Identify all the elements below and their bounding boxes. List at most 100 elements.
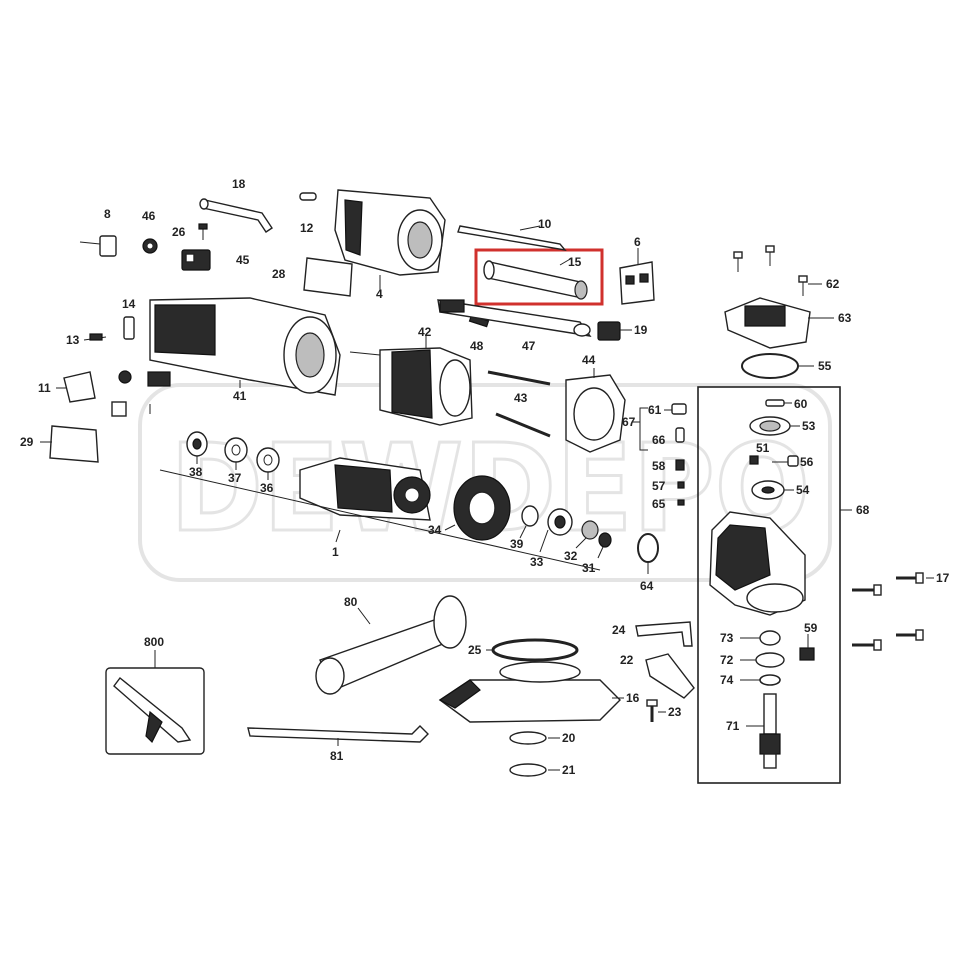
part-14-shape[interactable] — [123, 316, 135, 340]
label-21[interactable]: 21 — [562, 763, 576, 777]
part-43-shape[interactable] — [487, 370, 551, 438]
label-14[interactable]: 14 — [122, 297, 136, 311]
label-1[interactable]: 1 — [332, 545, 339, 559]
part-61-shape[interactable] — [664, 403, 687, 415]
part-26-shape[interactable] — [198, 223, 208, 240]
label-25[interactable]: 25 — [468, 643, 482, 657]
label-43[interactable]: 43 — [514, 391, 528, 405]
label-58[interactable]: 58 — [652, 459, 666, 473]
label-800[interactable]: 800 — [144, 635, 164, 649]
label-6[interactable]: 6 — [634, 235, 641, 249]
part-15-shape[interactable] — [483, 257, 588, 300]
label-31[interactable]: 31 — [582, 561, 596, 575]
part-53-shape[interactable] — [749, 416, 800, 436]
part-57-shape[interactable] — [677, 481, 685, 489]
label-45[interactable]: 45 — [236, 253, 250, 267]
part-47-shape[interactable] — [437, 299, 592, 337]
label-15[interactable]: 15 — [568, 255, 582, 269]
label-71[interactable]: 71 — [726, 719, 740, 733]
part-36-shape[interactable] — [256, 447, 280, 480]
label-56[interactable]: 56 — [800, 455, 814, 469]
part-16-shape[interactable] — [438, 661, 624, 723]
label-19[interactable]: 19 — [634, 323, 648, 337]
label-34[interactable]: 34 — [428, 523, 442, 537]
label-55[interactable]: 55 — [818, 359, 832, 373]
label-38[interactable]: 38 — [189, 465, 203, 479]
part-62-shape[interactable] — [733, 245, 822, 296]
label-66[interactable]: 66 — [652, 433, 666, 447]
part-54-shape[interactable] — [751, 480, 794, 500]
part-81-shape[interactable] — [247, 725, 429, 746]
part-33-shape[interactable] — [539, 508, 573, 553]
part-1-shape[interactable] — [159, 457, 601, 571]
part-46-shape[interactable] — [142, 238, 158, 254]
label-11[interactable]: 11 — [38, 381, 51, 395]
label-59[interactable]: 59 — [804, 621, 818, 635]
label-36[interactable]: 36 — [260, 481, 274, 495]
label-32[interactable]: 32 — [564, 549, 578, 563]
part-6-shape[interactable] — [619, 248, 655, 305]
label-48[interactable]: 48 — [470, 339, 484, 353]
part-63-shape[interactable] — [724, 297, 834, 349]
part-58-shape[interactable] — [675, 459, 685, 471]
part-42-shape[interactable] — [349, 335, 473, 426]
label-53[interactable]: 53 — [802, 419, 816, 433]
label-16[interactable]: 16 — [626, 691, 640, 705]
part-11-shape[interactable] — [56, 371, 96, 403]
label-62[interactable]: 62 — [826, 277, 840, 291]
part-66-shape[interactable] — [675, 427, 685, 443]
part-44-shape[interactable] — [565, 368, 626, 453]
part-51-shape[interactable] — [749, 455, 759, 465]
label-74[interactable]: 74 — [720, 673, 734, 687]
part-17-shape[interactable] — [852, 572, 934, 651]
label-42[interactable]: 42 — [418, 325, 432, 339]
label-68[interactable]: 68 — [856, 503, 870, 517]
label-54[interactable]: 54 — [796, 483, 810, 497]
part-18-shape[interactable] — [199, 198, 273, 233]
part-73-shape[interactable] — [740, 630, 781, 646]
label-37[interactable]: 37 — [228, 471, 242, 485]
part-39-shape[interactable] — [519, 505, 539, 539]
part-55-shape[interactable] — [741, 353, 814, 379]
label-29[interactable]: 29 — [20, 435, 34, 449]
label-51[interactable]: 51 — [756, 441, 770, 455]
part-23-shape[interactable] — [646, 699, 666, 722]
part-60-shape[interactable] — [765, 399, 792, 407]
label-22[interactable]: 22 — [620, 653, 634, 667]
label-44[interactable]: 44 — [582, 353, 596, 367]
label-12[interactable]: 12 — [300, 221, 314, 235]
part-13-shape[interactable] — [83, 333, 107, 341]
part-12-shape[interactable] — [299, 192, 317, 201]
part-34-shape[interactable] — [444, 475, 511, 541]
label-47[interactable]: 47 — [522, 339, 536, 353]
part-45-shape[interactable] — [181, 249, 211, 271]
label-46[interactable]: 46 — [142, 209, 156, 223]
part-10-shape[interactable] — [457, 225, 567, 252]
label-26[interactable]: 26 — [172, 225, 186, 239]
part-24-shape[interactable] — [635, 621, 693, 647]
part-71-shape[interactable] — [746, 693, 781, 769]
part-68-kit-box[interactable] — [697, 386, 852, 784]
label-17[interactable]: 17 — [936, 571, 950, 585]
label-80[interactable]: 80 — [344, 595, 358, 609]
label-10[interactable]: 10 — [538, 217, 552, 231]
part-74-shape[interactable] — [740, 674, 781, 686]
part-80-shape[interactable] — [315, 595, 467, 695]
label-65[interactable]: 65 — [652, 497, 666, 511]
label-39[interactable]: 39 — [510, 537, 524, 551]
part-21-shape[interactable] — [509, 763, 560, 777]
label-72[interactable]: 72 — [720, 653, 734, 667]
part-56-shape[interactable] — [772, 455, 799, 467]
part-20-shape[interactable] — [509, 731, 560, 745]
part-72-shape[interactable] — [740, 652, 785, 668]
part-28-shape[interactable] — [303, 257, 353, 297]
label-4[interactable]: 4 — [376, 287, 383, 301]
part-37-shape[interactable] — [224, 437, 248, 470]
part-38-shape[interactable] — [186, 431, 208, 464]
label-41[interactable]: 41 — [233, 389, 247, 403]
label-61[interactable]: 61 — [648, 403, 662, 417]
part-19-shape[interactable] — [597, 321, 632, 341]
part-29-shape[interactable] — [40, 425, 99, 463]
part-32-shape[interactable] — [575, 520, 599, 549]
label-63[interactable]: 63 — [838, 311, 852, 325]
